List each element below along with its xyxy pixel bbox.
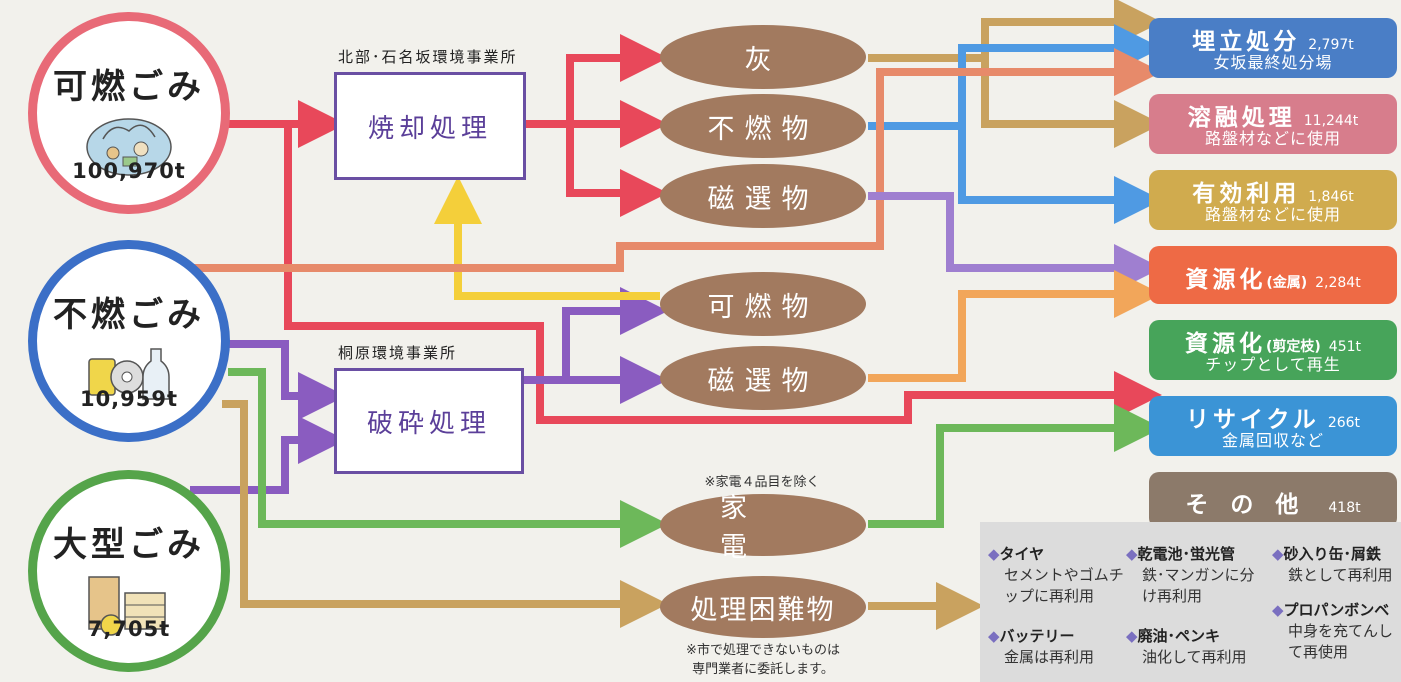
- dest-paren: (剪定枝): [1265, 339, 1321, 355]
- source-combustible: 可燃ごみ 100,970t: [28, 12, 230, 214]
- appliances-note: ※家電４品目を除く: [704, 475, 820, 490]
- intermediate-magnetic-1: 磁選物: [660, 164, 866, 228]
- other-item-propane: ◆プロパンボンベ 中身を充てんし て再使用: [1272, 601, 1394, 661]
- facility-label-kirihara: 桐原環境事業所: [338, 344, 458, 362]
- other-item-oil-paint: ◆廃油･ペンキ 油化して再利用: [1126, 627, 1247, 666]
- dest-title: 資源化: [1184, 331, 1266, 357]
- source-noncombustible: 不燃ごみ 10,959t: [28, 240, 230, 442]
- dest-sub: 金属回収など: [1221, 431, 1324, 450]
- other-item-car-battery: ◆バッテリー 金属は再利用: [988, 627, 1095, 666]
- facility-label-north: 北部･石名坂環境事業所: [338, 48, 518, 66]
- source-bulky: 大型ごみ 7,705t: [28, 470, 230, 672]
- dest-amount: 1,846t: [1308, 189, 1354, 205]
- dest-title: リサイクル: [1185, 407, 1320, 433]
- intermediate-combustibles: 可燃物: [660, 272, 866, 336]
- other-item-scrap-iron: ◆砂入り缶･屑鉄 鉄として再利用: [1272, 545, 1393, 584]
- dest-sub: チップとして再生: [1205, 355, 1341, 374]
- dest-resource-metal: 資源化(金属) 2,284t: [1149, 246, 1397, 304]
- dest-recycle: リサイクル 266t 金属回収など: [1149, 396, 1397, 456]
- dest-effective-use: 有効利用 1,846t 路盤材などに使用: [1149, 170, 1397, 230]
- other-items-box: ◆タイヤ セメントやゴムチ ップに再利用 ◆乾電池･蛍光管 鉄･マンガンに分 け…: [980, 522, 1401, 682]
- difficult-note-1: ※市で処理できないものは: [686, 643, 840, 658]
- source-title: 可燃ごみ: [53, 67, 205, 107]
- dest-resource-pruning: 資源化(剪定枝) 451t チップとして再生: [1149, 320, 1397, 380]
- intermediate-ash: 灰: [660, 25, 866, 89]
- process-crushing: 破砕処理: [334, 368, 524, 474]
- other-item-battery-lamp: ◆乾電池･蛍光管 鉄･マンガンに分 け再利用: [1126, 545, 1255, 605]
- dest-amount: 266t: [1327, 415, 1361, 431]
- dest-amount: 11,244t: [1303, 113, 1359, 129]
- dest-title: 溶融処理: [1187, 105, 1296, 131]
- source-amount: 100,970t: [72, 159, 186, 183]
- intermediate-magnetic-2: 磁選物: [660, 346, 866, 410]
- garbage-bag-icon: [83, 109, 175, 183]
- source-title: 大型ごみ: [53, 525, 205, 565]
- dest-amount: 2,284t: [1315, 275, 1361, 291]
- dest-sub: 女坂最終処分場: [1213, 53, 1333, 72]
- dest-sub: 路盤材などに使用: [1204, 205, 1341, 224]
- furniture-icon: [81, 567, 177, 641]
- intermediate-appliances: 家電: [660, 493, 866, 563]
- dest-other: その他 418t: [1149, 472, 1397, 528]
- dest-title: 埋立処分: [1192, 29, 1301, 55]
- dest-landfill: 埋立処分 2,797t 女坂最終処分場: [1149, 18, 1397, 78]
- dest-amount: 451t: [1328, 339, 1361, 355]
- dest-title: 有効利用: [1192, 181, 1301, 207]
- intermediate-difficult: 処理困難物: [660, 576, 866, 638]
- dest-sub: 路盤材などに使用: [1204, 129, 1341, 148]
- dest-title: 資源化: [1185, 267, 1267, 293]
- dest-title: その他: [1185, 492, 1321, 518]
- source-amount: 10,959t: [79, 387, 179, 411]
- dest-melting: 溶融処理 11,244t 路盤材などに使用: [1149, 94, 1397, 154]
- dest-amount: 418t: [1328, 500, 1361, 516]
- dest-paren: (金属): [1266, 275, 1308, 291]
- difficult-note-2: 専門業者に委託します。: [692, 662, 834, 677]
- source-amount: 7,705t: [87, 617, 171, 641]
- dest-amount: 2,797t: [1308, 37, 1354, 53]
- intermediate-incombustibles: 不燃物: [660, 94, 866, 158]
- source-title: 不燃ごみ: [53, 295, 205, 335]
- process-incineration: 焼却処理: [334, 72, 526, 180]
- cans-bottles-icon: [81, 337, 177, 411]
- other-item-tire: ◆タイヤ セメントやゴムチ ップに再利用: [988, 545, 1124, 605]
